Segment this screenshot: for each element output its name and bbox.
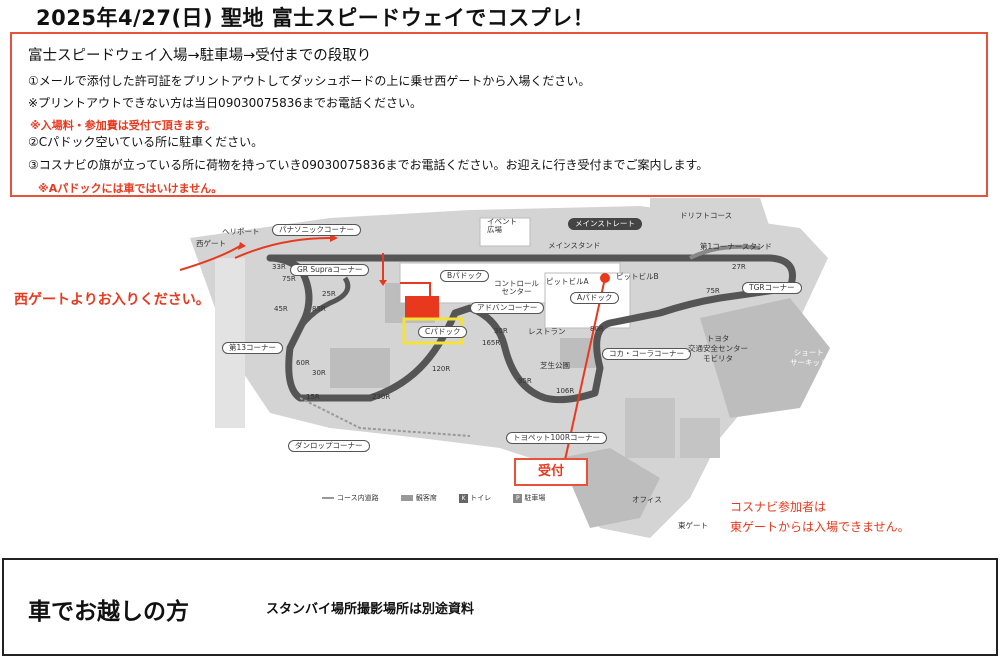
drift-access (689, 244, 761, 260)
toilet-icon: K (459, 494, 469, 503)
footer-title: 車でお越しの方 (28, 599, 189, 625)
radius-label: 25R (322, 290, 336, 298)
event-plaza-block (479, 217, 531, 247)
map-label-pit-building-a: ピットビルA (546, 277, 589, 286)
drift-course-area (650, 198, 770, 228)
radius-label: 60R (296, 359, 310, 367)
instruction-heading: 富士スピードウェイ入場→駐車場→受付までの段取り (28, 48, 372, 64)
cosnavi-note: コスナビ参加者は 東ゲートからは入場できません。 (730, 498, 910, 538)
legend-course-road-swatch (322, 497, 334, 499)
radius-label: 27R (732, 263, 746, 271)
radius-label: 120R (432, 365, 451, 373)
down-arrow-2 (400, 282, 431, 296)
radius-label: 165R (482, 339, 501, 347)
parking-icon: P (513, 494, 523, 503)
map-label-corner1-stand: 第1コーナースタンド (700, 242, 772, 251)
radius-label: 75R (282, 275, 296, 283)
map-label-restaurant: レストラン (528, 327, 566, 336)
map-label-drift-course: ドリフトコース (680, 211, 733, 220)
reception-leader-line (564, 277, 606, 461)
map-label-main-stand: メインスタンド (548, 241, 601, 250)
map-label-gr-supra-corner: GR Supraコーナー (290, 264, 370, 277)
radius-label: 15R (306, 393, 320, 401)
radius-label: 45R (274, 305, 288, 313)
step-1: ①メールで添付した許可証をプリントアウトしてダッシュボードの上に乗せ西ゲートから… (28, 74, 591, 88)
instruction-box: 富士スピードウェイ入場→駐車場→受付までの段取り ①メールで添付した許可証をプリ… (10, 32, 988, 197)
legend-course-road-label: コース内道路 (337, 494, 379, 502)
fee-note: ※入場料・参加費は受付で頂きます。 (30, 119, 216, 132)
down-arrowhead-2 (426, 296, 434, 302)
map-label-c-paddock: Cパドック (418, 326, 468, 339)
inner-track (287, 276, 351, 349)
map-label-event-plaza: イベント 広場 (487, 217, 517, 234)
map-label-short-circuit: ショート サーキット (790, 348, 828, 367)
course-road (299, 397, 471, 437)
legend-course-road: コース内道路 (322, 494, 389, 502)
footer-note: スタンバイ場所撮影場所は別途資料 (266, 602, 475, 617)
footer-box: 車でお越しの方 スタンバイ場所撮影場所は別途資料 (2, 558, 998, 656)
west-gate-entry-note: 西ゲートよりお入りください。 (14, 292, 210, 308)
step-2: ②Cパドック空いている所に駐車ください。 (28, 135, 264, 149)
legend-stands: 観客席 (400, 494, 447, 502)
radius-label: 33R (272, 263, 286, 271)
legend-stands-label: 観客席 (415, 494, 437, 502)
west-gate-arrowhead-1 (238, 242, 246, 250)
legend-toilet-label: トイレ (470, 494, 492, 502)
map-label-west-gate: 西ゲート (196, 239, 226, 248)
map-label-coca-cola-corner: コカ・コーラコーナー (602, 348, 691, 361)
map-label-panasonic-corner: パナソニックコーナー (272, 224, 361, 237)
parking-block-5 (680, 418, 720, 458)
radius-label: 85R (312, 305, 326, 313)
radius-label: 75R (706, 287, 720, 295)
race-track (266, 254, 796, 404)
map-label-a-paddock: Aパドック (570, 292, 620, 305)
map-label-heliport: ヘリポート (222, 227, 260, 236)
step-3: ③コスナビの旗が立っている所に荷物を持っていき09030075836までお電話く… (28, 158, 709, 172)
west-gate-arrow-2 (234, 237, 331, 259)
map-label-pit-building-b: ピットビルB (616, 272, 659, 281)
radius-label: 230R (372, 393, 391, 401)
map-label-main-straight: メインストレート (568, 218, 642, 231)
map-label-b-paddock: Bパドック (440, 270, 490, 283)
map-label-advan-corner: アドバンコーナー (470, 302, 545, 315)
radius-label: 95R (518, 377, 532, 385)
a-paddock-warning: ※Aパドックには車ではいけません。 (38, 182, 223, 195)
radius-label: 106R (556, 387, 575, 395)
map-label-shiba-park: 芝生公園 (540, 361, 570, 370)
cosnavi-note-line-2: 東ゲートからは入場できません。 (730, 519, 910, 534)
radius-label: 30R (494, 327, 508, 335)
map-label-office: オフィス (632, 495, 662, 504)
radius-label: 80R (590, 325, 604, 333)
cosnavi-note-line-1: コスナビ参加者は (730, 500, 827, 514)
step-1-note: ※プリントアウトできない方は当日09030075836までお電話ください。 (28, 96, 423, 110)
map-label-dunlop-corner: ダンロップコーナー (288, 440, 370, 453)
map-label-toyopet-corner: トヨペット100Rコーナー (506, 432, 608, 445)
radius-label: 30R (312, 369, 326, 377)
c-paddock-parking-area (405, 296, 439, 320)
page-title: 2025年4/27(日) 聖地 富士スピードウェイでコスプレ！ (36, 6, 595, 30)
parking-block-4 (625, 398, 675, 458)
legend-stands-swatch (400, 495, 413, 501)
map-label-toyota-center: トヨタ 交通安全センター モビリタ (688, 334, 748, 363)
short-circuit-area (700, 298, 830, 418)
map-label-control-center: コントロール センター (494, 279, 539, 296)
reception-label: 受付 (514, 458, 588, 486)
down-arrowhead-1 (379, 280, 387, 286)
legend-parking-label: 駐車場 (524, 494, 546, 502)
west-gate-arrow-1 (179, 245, 241, 271)
map-label-tgr-corner: TGRコーナー (742, 282, 802, 295)
parking-block-1 (330, 348, 390, 388)
map-label-13th-corner: 第13コーナー (222, 342, 284, 355)
map-label-east-gate: 東ゲート (678, 521, 708, 530)
